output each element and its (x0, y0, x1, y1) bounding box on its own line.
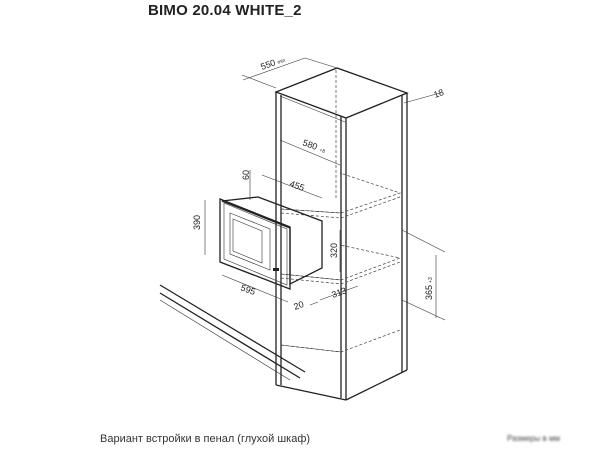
svg-text:580+8: 580+8 (301, 137, 327, 155)
dim-550-suffix: min (277, 58, 287, 66)
dim-390: 390 (192, 215, 202, 230)
cabinet (274, 67, 409, 401)
diagram-caption: Вариант встройки в пенал (глухой шкаф) (100, 433, 311, 445)
diagram-title: BIMO 20.04 WHITE_2 (148, 2, 302, 19)
dim-580: 580 (301, 137, 319, 152)
dim-365-tol: +3 (428, 277, 434, 283)
dim-60: 60 (241, 170, 251, 180)
dim-595: 595 (239, 282, 257, 297)
dim-20: 20 (292, 299, 305, 312)
dimension-labels: 550min 18 580+8 60 455 390 320 595 20 31… (192, 54, 445, 312)
dim-18: 18 (432, 87, 445, 100)
microwave (219, 196, 323, 290)
control-panel-icon (273, 268, 279, 271)
dim-580-tol: +8 (318, 147, 326, 155)
dim-365: 365 (424, 285, 434, 300)
dim-455: 455 (288, 178, 306, 193)
dim-550: 550 (259, 57, 277, 72)
dimension-lines (204, 57, 446, 321)
svg-text:365+3: 365+3 (424, 277, 434, 300)
svg-text:550min: 550min (259, 54, 286, 72)
units-note: Размеры в мм (507, 434, 560, 443)
floor-lines (159, 284, 306, 381)
dim-320: 320 (329, 243, 339, 258)
dim-313: 313 (330, 285, 348, 300)
